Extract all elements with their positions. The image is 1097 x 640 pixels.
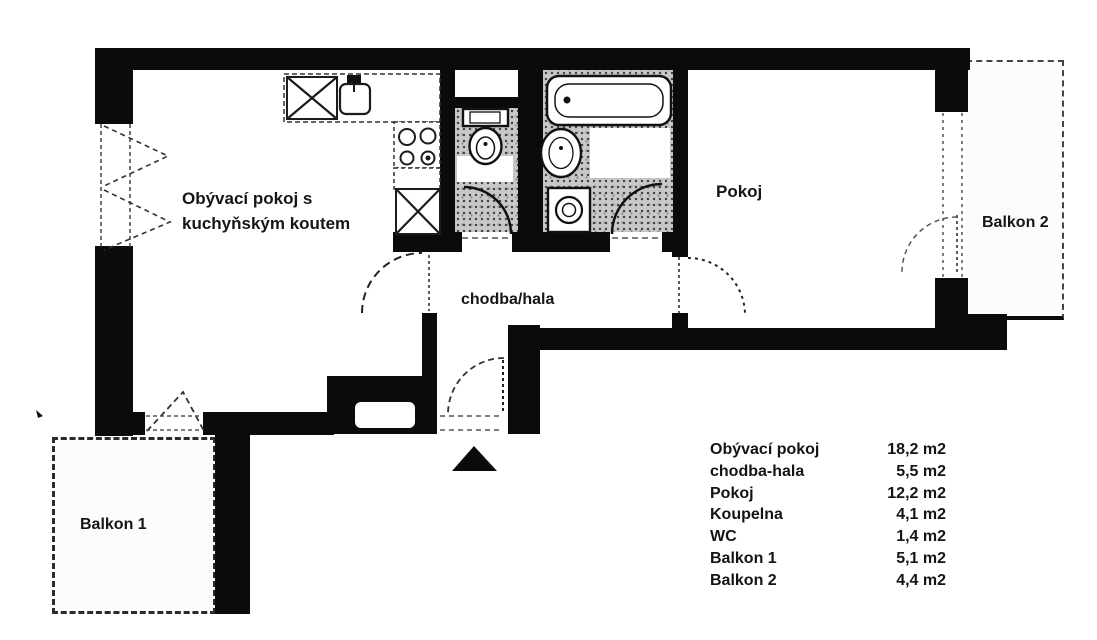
legend-room-area: 18,2 m2 (887, 441, 946, 458)
legend-room-area: 4,4 m2 (896, 571, 946, 589)
legend-room-area: 4,1 m2 (896, 506, 946, 524)
legend-room-name: Obývací pokoj (710, 441, 820, 458)
wall-pokoj-right-bottom (935, 278, 968, 345)
pokoj-label: Pokoj (716, 182, 763, 201)
entry-wall-niche (355, 402, 415, 428)
wall-bath-bottom-c (662, 232, 688, 252)
legend-room-name: Koupelna (710, 506, 783, 524)
wall-hall-left (422, 313, 437, 378)
legend-room-name: Pokoj (710, 484, 754, 502)
entrance-door-swing-icon (440, 357, 505, 431)
balcony1-door-swing-icon (146, 390, 205, 432)
cabinet-x-icon (395, 188, 441, 235)
wall-living-bottom-a (95, 412, 145, 435)
kitchen-counter-icon (283, 73, 441, 123)
balcony-1-label: Balkon 1 (80, 516, 147, 533)
legend-room-name: WC (710, 528, 737, 546)
wall-balcony1-bar (215, 434, 250, 614)
wall-left-lower (95, 246, 133, 436)
legend-room-area: 5,5 m2 (896, 462, 946, 480)
wall-kitchen-stub (393, 232, 440, 252)
legend-row: Balkon 2 4,4 m2 (710, 572, 946, 594)
area-legend: Obývací pokoj 18,2 m2 chodba-hala 5,5 m2… (710, 441, 946, 594)
legend-room-area: 12,2 m2 (887, 484, 946, 502)
legend-row: Obývací pokoj 18,2 m2 (710, 441, 946, 463)
legend-row: Koupelna 4,1 m2 (710, 506, 946, 528)
bathroom-floor (543, 70, 673, 232)
wall-left-upper (95, 48, 133, 124)
balcony-1-area (52, 437, 216, 614)
balcony2-window-icon (901, 113, 963, 277)
scan-mark (36, 410, 43, 418)
legend-room-name: chodba-hala (710, 462, 805, 480)
legend-row: chodba-hala 5,5 m2 (710, 463, 946, 485)
wall-hall-bottom (540, 328, 1007, 350)
kitchen-sink-icon (338, 75, 372, 116)
balcony-2-area (966, 60, 1064, 320)
wall-entrance-right (508, 325, 540, 434)
wall-top (95, 48, 970, 70)
pokoj-door-swing-icon (678, 257, 746, 316)
legend-row: Balkon 1 5,1 m2 (710, 550, 946, 572)
living-door-swing-icon (361, 252, 430, 314)
entrance-arrow-icon (452, 446, 497, 471)
wall-hall-pokoj-top (672, 252, 688, 257)
legend-room-area: 5,1 m2 (896, 549, 946, 567)
wall-balcony2-stub (966, 314, 1007, 345)
wall-pokoj-right-top (935, 48, 968, 112)
wc-floor (455, 108, 518, 232)
balcony-2-label: Balkon 2 (982, 214, 1049, 231)
wall-kitchen-wc (440, 70, 455, 232)
living-room-label-line2: kuchyňským koutem (182, 214, 351, 233)
wall-wc-bottom-a (440, 232, 462, 252)
legend-row: WC 1,4 m2 (710, 528, 946, 550)
hall-label: chodba/hala (461, 291, 555, 308)
wall-bath-pokoj (673, 70, 688, 232)
legend-row: Pokoj 12,2 m2 (710, 485, 946, 507)
wall-wc-bottom-b (512, 232, 610, 252)
wc-shaft-niche (455, 70, 518, 97)
wall-living-bottom-b (203, 412, 334, 435)
legend-room-name: Balkon 2 (710, 571, 777, 589)
legend-room-area: 1,4 m2 (896, 528, 946, 546)
wall-wc-bath (518, 70, 543, 232)
wall-wc-shaft-strip (455, 97, 518, 108)
living-window-icon (100, 124, 172, 251)
living-room-label-line1: Obývací pokoj s (182, 189, 313, 208)
legend-room-name: Balkon 1 (710, 549, 777, 567)
living-room-label: Obývací pokoj s kuchyňským koutem (182, 186, 350, 236)
stove-icon (393, 121, 441, 190)
